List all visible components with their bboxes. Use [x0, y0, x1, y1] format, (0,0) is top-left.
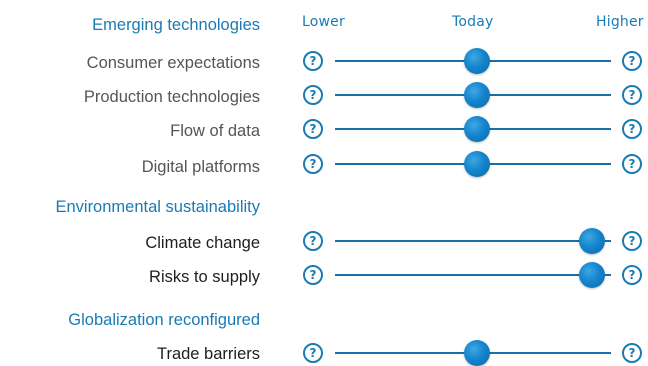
help-right-icon[interactable]: ?: [622, 85, 642, 105]
slider-thumb[interactable]: [579, 228, 605, 254]
help-left-icon[interactable]: ?: [303, 343, 323, 363]
section-heading-globalization-reconfigured: Globalization reconfigured: [68, 311, 260, 329]
row-label: Production technologies: [83, 88, 260, 106]
row-label: Flow of data: [170, 122, 260, 140]
scale-today-label: Today: [452, 14, 494, 30]
row-label: Digital platforms: [141, 158, 260, 176]
help-right-icon[interactable]: ?: [622, 231, 642, 251]
help-right-icon[interactable]: ?: [622, 343, 642, 363]
help-right-icon[interactable]: ?: [622, 154, 642, 174]
help-left-icon[interactable]: ?: [303, 231, 323, 251]
slider-track[interactable]: [335, 240, 611, 242]
slider-track[interactable]: [335, 274, 611, 276]
scale-lower-label: Lower: [302, 14, 345, 30]
slider-thumb[interactable]: [464, 151, 490, 177]
help-left-icon[interactable]: ?: [303, 51, 323, 71]
help-left-icon[interactable]: ?: [303, 154, 323, 174]
help-right-icon[interactable]: ?: [622, 51, 642, 71]
row-label: Consumer expectations: [86, 54, 260, 72]
help-left-icon[interactable]: ?: [303, 119, 323, 139]
row-label: Climate change: [145, 234, 260, 252]
section-heading-environmental-sustainability: Environmental sustainability: [55, 198, 260, 216]
row-label: Risks to supply: [149, 268, 260, 286]
scale-higher-label: Higher: [596, 14, 644, 30]
slider-thumb[interactable]: [464, 82, 490, 108]
help-left-icon[interactable]: ?: [303, 85, 323, 105]
slider-thumb[interactable]: [464, 48, 490, 74]
row-label: Trade barriers: [156, 345, 260, 363]
help-right-icon[interactable]: ?: [622, 265, 642, 285]
slider-thumb[interactable]: [464, 340, 490, 366]
slider-thumb[interactable]: [464, 116, 490, 142]
slider-thumb[interactable]: [579, 262, 605, 288]
help-left-icon[interactable]: ?: [303, 265, 323, 285]
help-right-icon[interactable]: ?: [622, 119, 642, 139]
section-heading-emerging-technologies: Emerging technologies: [92, 16, 260, 34]
